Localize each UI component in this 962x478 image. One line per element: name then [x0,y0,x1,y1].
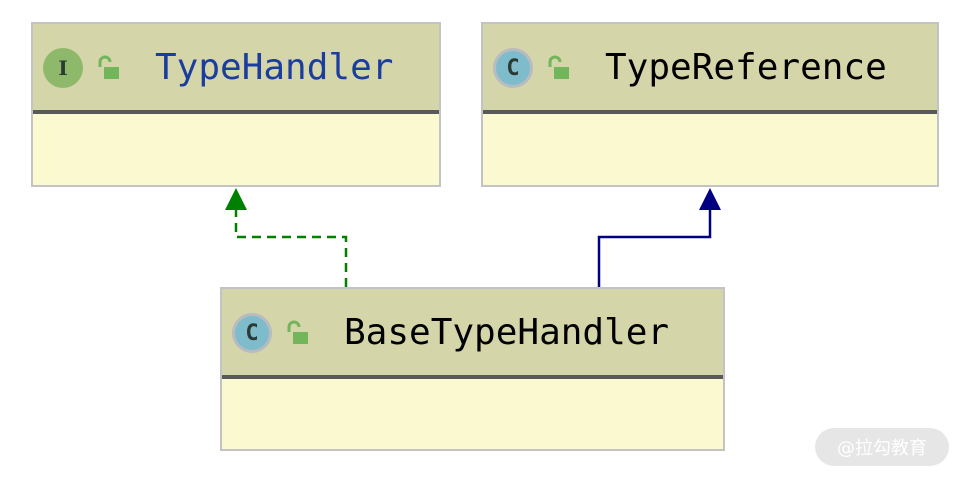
unlocked-padlock-icon [287,320,308,344]
base-type-handler-name: BaseTypeHandler [344,312,670,353]
extends-arrowhead [699,188,721,210]
base-type-handler-node[interactable]: C BaseTypeHandler [220,287,725,451]
extends-edge [597,188,721,287]
class-kind-letter: C [245,320,259,346]
class-icon: C [493,48,533,88]
base-type-handler-header: C BaseTypeHandler [222,289,723,379]
class-kind-letter: C [506,55,520,81]
type-reference-name: TypeReference [605,47,887,88]
interface-icon: I [43,48,83,88]
watermark: @拉勾教育 [815,428,949,466]
implements-arrowhead [225,188,247,210]
type-handler-name: TypeHandler [155,47,394,88]
type-reference-node[interactable]: C TypeReference [481,22,939,187]
unlocked-padlock-icon [548,55,569,79]
type-handler-node[interactable]: I TypeHandler [31,22,441,187]
type-reference-header: C TypeReference [483,24,937,114]
class-icon: C [232,313,272,353]
unlocked-padlock-icon [98,55,119,79]
type-handler-header: I TypeHandler [33,24,439,114]
interface-kind-letter: I [58,56,68,80]
implements-edge [225,188,348,287]
